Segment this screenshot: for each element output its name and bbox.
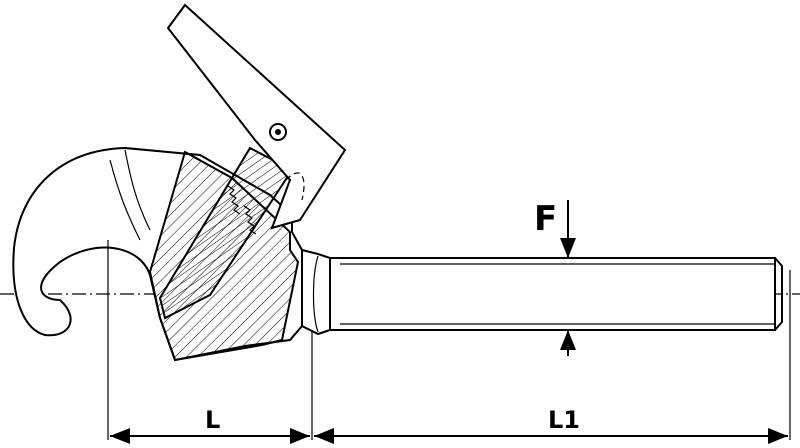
- hook-dome-shading: [124, 149, 151, 231]
- dimension-l1-label: L1: [548, 406, 580, 434]
- guide-plate: [166, 3, 347, 230]
- spring-coil-2: [243, 205, 257, 235]
- spring-coil: [227, 185, 241, 215]
- shank-neck: [301, 248, 331, 336]
- dimension-l-label: L: [205, 406, 220, 434]
- plate-hidden-line: [285, 172, 305, 201]
- force-label: F: [534, 199, 557, 239]
- neck-fillet: [312, 255, 319, 333]
- shank-chamfer: [774, 257, 783, 331]
- hook-dome-line: [109, 159, 141, 241]
- pivot-pin-center: [275, 129, 281, 135]
- shank-body: [329, 257, 776, 331]
